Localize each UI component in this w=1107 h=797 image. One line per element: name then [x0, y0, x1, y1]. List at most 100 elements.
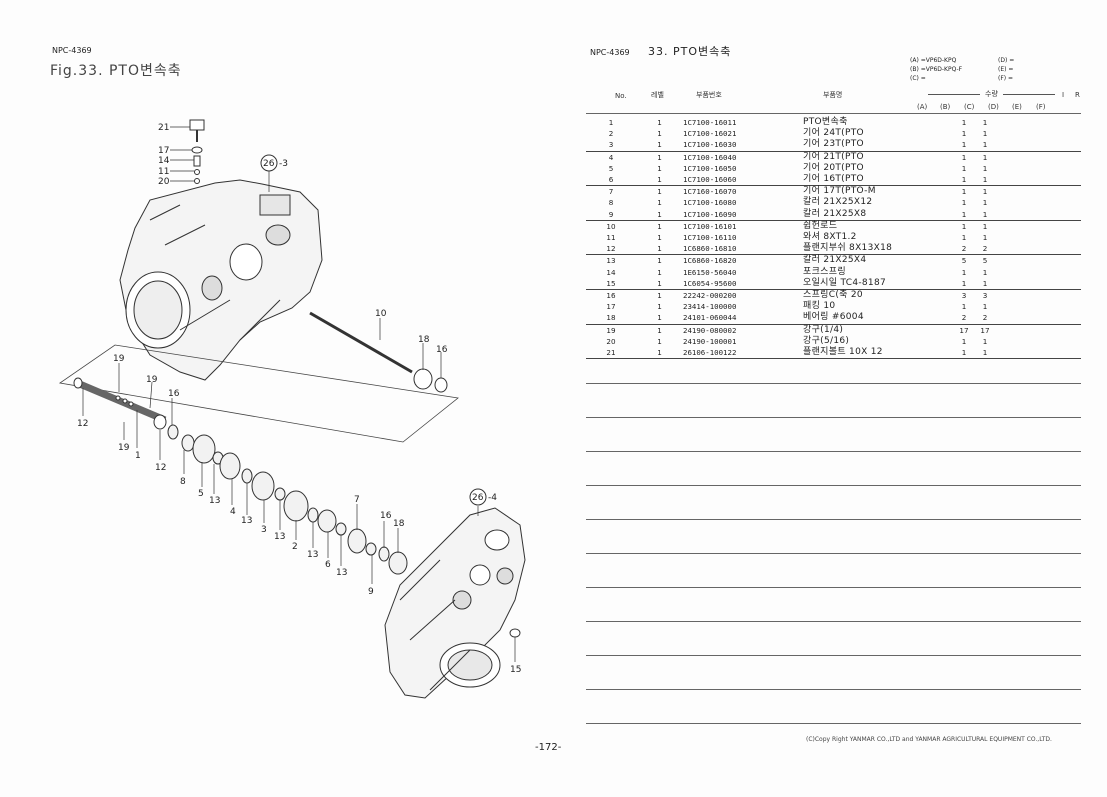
part-code: 24101-060044	[683, 312, 803, 325]
part-name: 기어 17T(PTO-M	[803, 186, 876, 197]
upper-housing	[119, 179, 323, 381]
part-number-index: 17	[606, 302, 616, 312]
qty-a: 1	[961, 129, 967, 139]
qty-a: 2	[953, 243, 975, 256]
callout-26-upper-suffix: -3	[279, 159, 288, 169]
part-number-index: 7	[608, 187, 614, 197]
header-rule	[586, 113, 1081, 114]
callout-5: 5	[198, 489, 204, 499]
qty-bracket-left	[928, 94, 980, 95]
part-level: 1	[636, 347, 683, 360]
callout-16-upper: 16	[436, 345, 448, 355]
ref-circle-26-lower	[469, 488, 487, 506]
part-name: 포크스프링	[803, 266, 846, 277]
qty-rest	[995, 186, 1081, 198]
callout-18-lower: 18	[393, 519, 405, 529]
callout-12-b: 12	[155, 463, 166, 473]
qty-b: 1	[982, 336, 988, 346]
qty-a: 1	[953, 347, 975, 360]
header-no: No.	[615, 92, 627, 100]
qty-rest	[995, 290, 1081, 302]
callout-13-d: 13	[307, 550, 318, 560]
model-f: (F) =	[998, 75, 1014, 82]
callout-26-lower-suffix: -4	[488, 493, 497, 503]
part-name: 쉽헌로드	[803, 220, 838, 231]
part-code: 1C6054-95600	[683, 277, 803, 291]
part-name: 칼러 21X25X4	[803, 255, 867, 266]
callout-10: 10	[375, 309, 387, 319]
part-number-index: 10	[606, 221, 616, 231]
blank-rule	[586, 417, 1081, 418]
qty-rest	[995, 347, 1081, 360]
callout-20: 20	[158, 177, 170, 187]
callout-15: 15	[510, 665, 521, 675]
callout-6: 6	[325, 560, 331, 570]
qty-rest	[995, 117, 1081, 128]
assembly-outline	[58, 344, 459, 443]
callout-26-lower: 26	[472, 493, 484, 503]
part-level: 1	[657, 291, 662, 301]
part-name: 패킹 10	[803, 301, 836, 312]
copyright-notice: (C)Copy Right YANMAR CO.,LTD and YANMAR …	[806, 736, 1052, 743]
part-name: 기어 24T(PTO	[803, 128, 864, 139]
part-level: 1	[657, 198, 662, 208]
blank-rule	[586, 689, 1081, 690]
part-name: 플랜지볼트 10X 12	[803, 347, 953, 360]
header-col-c: (C)	[964, 103, 975, 111]
part-code: 22242-000200	[683, 291, 737, 301]
shift-rod	[309, 311, 413, 374]
part-level: 1	[657, 187, 662, 197]
part-number-index: 11	[606, 233, 616, 243]
part-level: 1	[657, 325, 662, 335]
part-number-index: 15	[586, 277, 636, 291]
part-level: 1	[657, 118, 662, 127]
page-number: -172-	[535, 742, 562, 753]
blank-rule	[586, 451, 1081, 452]
qty-b: 1	[982, 187, 988, 197]
callout-19-a: 19	[113, 354, 125, 364]
part-name: 기어 20T(PTO	[803, 162, 864, 173]
leader-lines	[82, 126, 516, 662]
qty-rest	[995, 139, 1081, 152]
header-col-e: (E)	[1012, 103, 1022, 111]
lower-housing	[384, 507, 526, 699]
qty-a: 3	[961, 291, 967, 301]
bearing-upper	[413, 368, 433, 390]
ref-circle-26-upper	[260, 154, 278, 172]
part-number-index: 14	[606, 267, 616, 277]
header-part-no: 부품번호	[696, 91, 722, 99]
part-level: 1	[657, 302, 662, 312]
part-code: 1C6860-16820	[683, 256, 737, 266]
part-number-index: 4	[608, 152, 614, 162]
part-code: 1C7100-16030	[683, 139, 803, 152]
part-level: 1	[657, 163, 662, 173]
qty-a: 1	[961, 163, 967, 173]
qty-a: 1	[961, 267, 967, 277]
figure-title: Fig.33. PTO변속축	[50, 63, 182, 79]
blank-rule	[586, 485, 1081, 486]
qty-b: 17	[980, 325, 990, 335]
qty-a: 5	[961, 256, 967, 266]
part-number-index: 5	[608, 163, 614, 173]
header-level: 레벨	[651, 91, 664, 99]
part-level: 1	[657, 221, 662, 231]
top-fasteners	[189, 119, 205, 184]
part-code: 1C7100-16101	[683, 221, 737, 231]
callout-7: 7	[354, 495, 360, 505]
part-level: 1	[636, 208, 683, 221]
part-name: 칼러 21X25X12	[803, 197, 873, 208]
part-name: 강구(5/16)	[803, 335, 850, 346]
blank-rule	[586, 519, 1081, 520]
qty-a: 1	[953, 277, 975, 291]
qty-a: 1	[961, 233, 967, 243]
part-name: 오일시일 TC4-8187	[803, 277, 953, 291]
part-level: 1	[657, 233, 662, 243]
